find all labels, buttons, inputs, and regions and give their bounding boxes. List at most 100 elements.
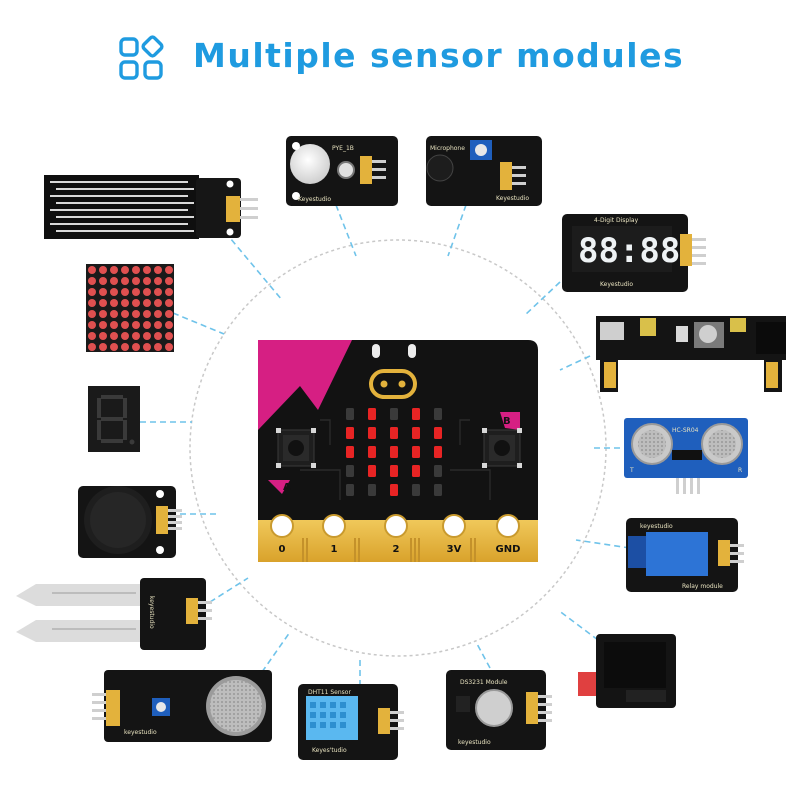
dot-led	[165, 321, 173, 329]
led-pixel	[346, 427, 354, 439]
four-digit-label: 4-Digit Display	[594, 217, 639, 224]
dot-led	[99, 288, 107, 296]
led-pixel	[412, 427, 420, 439]
dot-led	[143, 277, 151, 285]
led-pixel	[368, 465, 376, 477]
dot-led	[132, 299, 140, 307]
pin-gnd[interactable]: GND	[496, 514, 521, 555]
pin-label: 2	[393, 544, 400, 555]
led-pixel	[346, 446, 354, 458]
title-bar: Multiple sensor modules	[0, 24, 800, 84]
four-digit-brand: Keyestudio	[600, 281, 633, 288]
dot-led	[165, 299, 173, 307]
dot-led	[143, 299, 151, 307]
led-pixel	[368, 484, 376, 496]
led-pixel	[368, 427, 376, 439]
microphone-label: Microphone	[430, 145, 465, 152]
dot-led	[132, 343, 140, 351]
pir-motion-sensor: PYE_1B Keyestudio	[286, 136, 398, 206]
dot-led	[165, 277, 173, 285]
led-pixel	[390, 465, 398, 477]
pir-brand: Keyestudio	[298, 196, 331, 203]
dot-led	[99, 277, 107, 285]
dot-led	[88, 266, 96, 274]
dot-led	[143, 288, 151, 296]
dot-led	[154, 332, 162, 340]
dht11-brand: Keyes'tudio	[312, 747, 347, 754]
button-b[interactable]: B	[482, 416, 522, 468]
dot-led	[165, 310, 173, 318]
page-title: Multiple sensor modules	[193, 36, 685, 75]
dot-led	[99, 321, 107, 329]
soil-brand: keyestudio	[148, 596, 155, 629]
led-pixel	[412, 465, 420, 477]
dot-led	[143, 332, 151, 340]
dot-led	[88, 299, 96, 307]
pin-3v[interactable]: 3V	[442, 514, 466, 555]
pin-label: 1	[331, 544, 338, 555]
microphone-brand: Keyestudio	[496, 195, 529, 202]
dot-led	[110, 266, 118, 274]
dot-led	[110, 277, 118, 285]
dot-led	[110, 288, 118, 296]
ultrasonic-sensor: HC-SR04 T R	[624, 418, 748, 494]
dot-led	[121, 277, 129, 285]
dot-led	[110, 310, 118, 318]
led-matrix	[346, 408, 442, 496]
edge-connector-pins: 0 1 2 3V GND	[270, 514, 521, 555]
dot-matrix-8x8	[86, 264, 174, 352]
dot-led	[132, 266, 140, 274]
led-pixel	[368, 408, 376, 420]
led-pixel	[434, 427, 442, 439]
pin-label: 3V	[447, 544, 462, 555]
dot-led	[88, 277, 96, 285]
relay-module: keyestudio Relay module	[626, 518, 744, 592]
dot-led	[121, 343, 129, 351]
dot-led	[110, 343, 118, 351]
dot-led	[121, 288, 129, 296]
button-b-label: B	[503, 416, 511, 427]
led-pixel	[412, 484, 420, 496]
dot-led	[154, 343, 162, 351]
led-pixel	[434, 465, 442, 477]
led-pixel	[346, 465, 354, 477]
joystick-module	[78, 486, 182, 558]
dot-led	[99, 266, 107, 274]
pin-0[interactable]: 0	[270, 514, 294, 555]
four-digit-readout: 88:88	[578, 231, 680, 271]
dot-led	[165, 343, 173, 351]
four-digit-display: 88:88 4-Digit Display Keyestudio	[562, 214, 706, 292]
dht11-label: DHT11 Sensor	[308, 689, 351, 696]
relay-brand: keyestudio	[640, 523, 673, 530]
dot-led	[154, 277, 162, 285]
ultrasonic-label: HC-SR04	[672, 427, 699, 434]
pin-2[interactable]: 2	[384, 514, 408, 555]
button-a-label: A	[283, 482, 291, 493]
oled-display-module	[578, 634, 676, 708]
led-pixel	[390, 446, 398, 458]
dot-led	[143, 343, 151, 351]
led-pixel	[390, 408, 398, 420]
dot-led	[88, 288, 96, 296]
pin-1[interactable]: 1	[322, 514, 346, 555]
microphone-sensor: Microphone Keyestudio	[426, 136, 542, 206]
ds3231-rtc-module: DS3231 Module keyestudio	[446, 670, 552, 750]
dot-led	[99, 332, 107, 340]
button-a[interactable]: A	[276, 428, 316, 493]
relay-label: Relay module	[682, 583, 723, 590]
pin-label: 0	[279, 544, 286, 555]
dot-led	[154, 288, 162, 296]
dot-led	[99, 343, 107, 351]
led-pixel	[390, 427, 398, 439]
connector-lines	[140, 204, 631, 696]
dot-led	[154, 299, 162, 307]
led-pixel	[434, 484, 442, 496]
led-pixel	[346, 484, 354, 496]
grid-diamond-icon	[119, 35, 164, 80]
ds3231-brand: keyestudio	[458, 739, 491, 746]
dot-led	[143, 266, 151, 274]
dot-led	[165, 266, 173, 274]
dot-led	[121, 299, 129, 307]
pin-label: GND	[496, 544, 521, 555]
